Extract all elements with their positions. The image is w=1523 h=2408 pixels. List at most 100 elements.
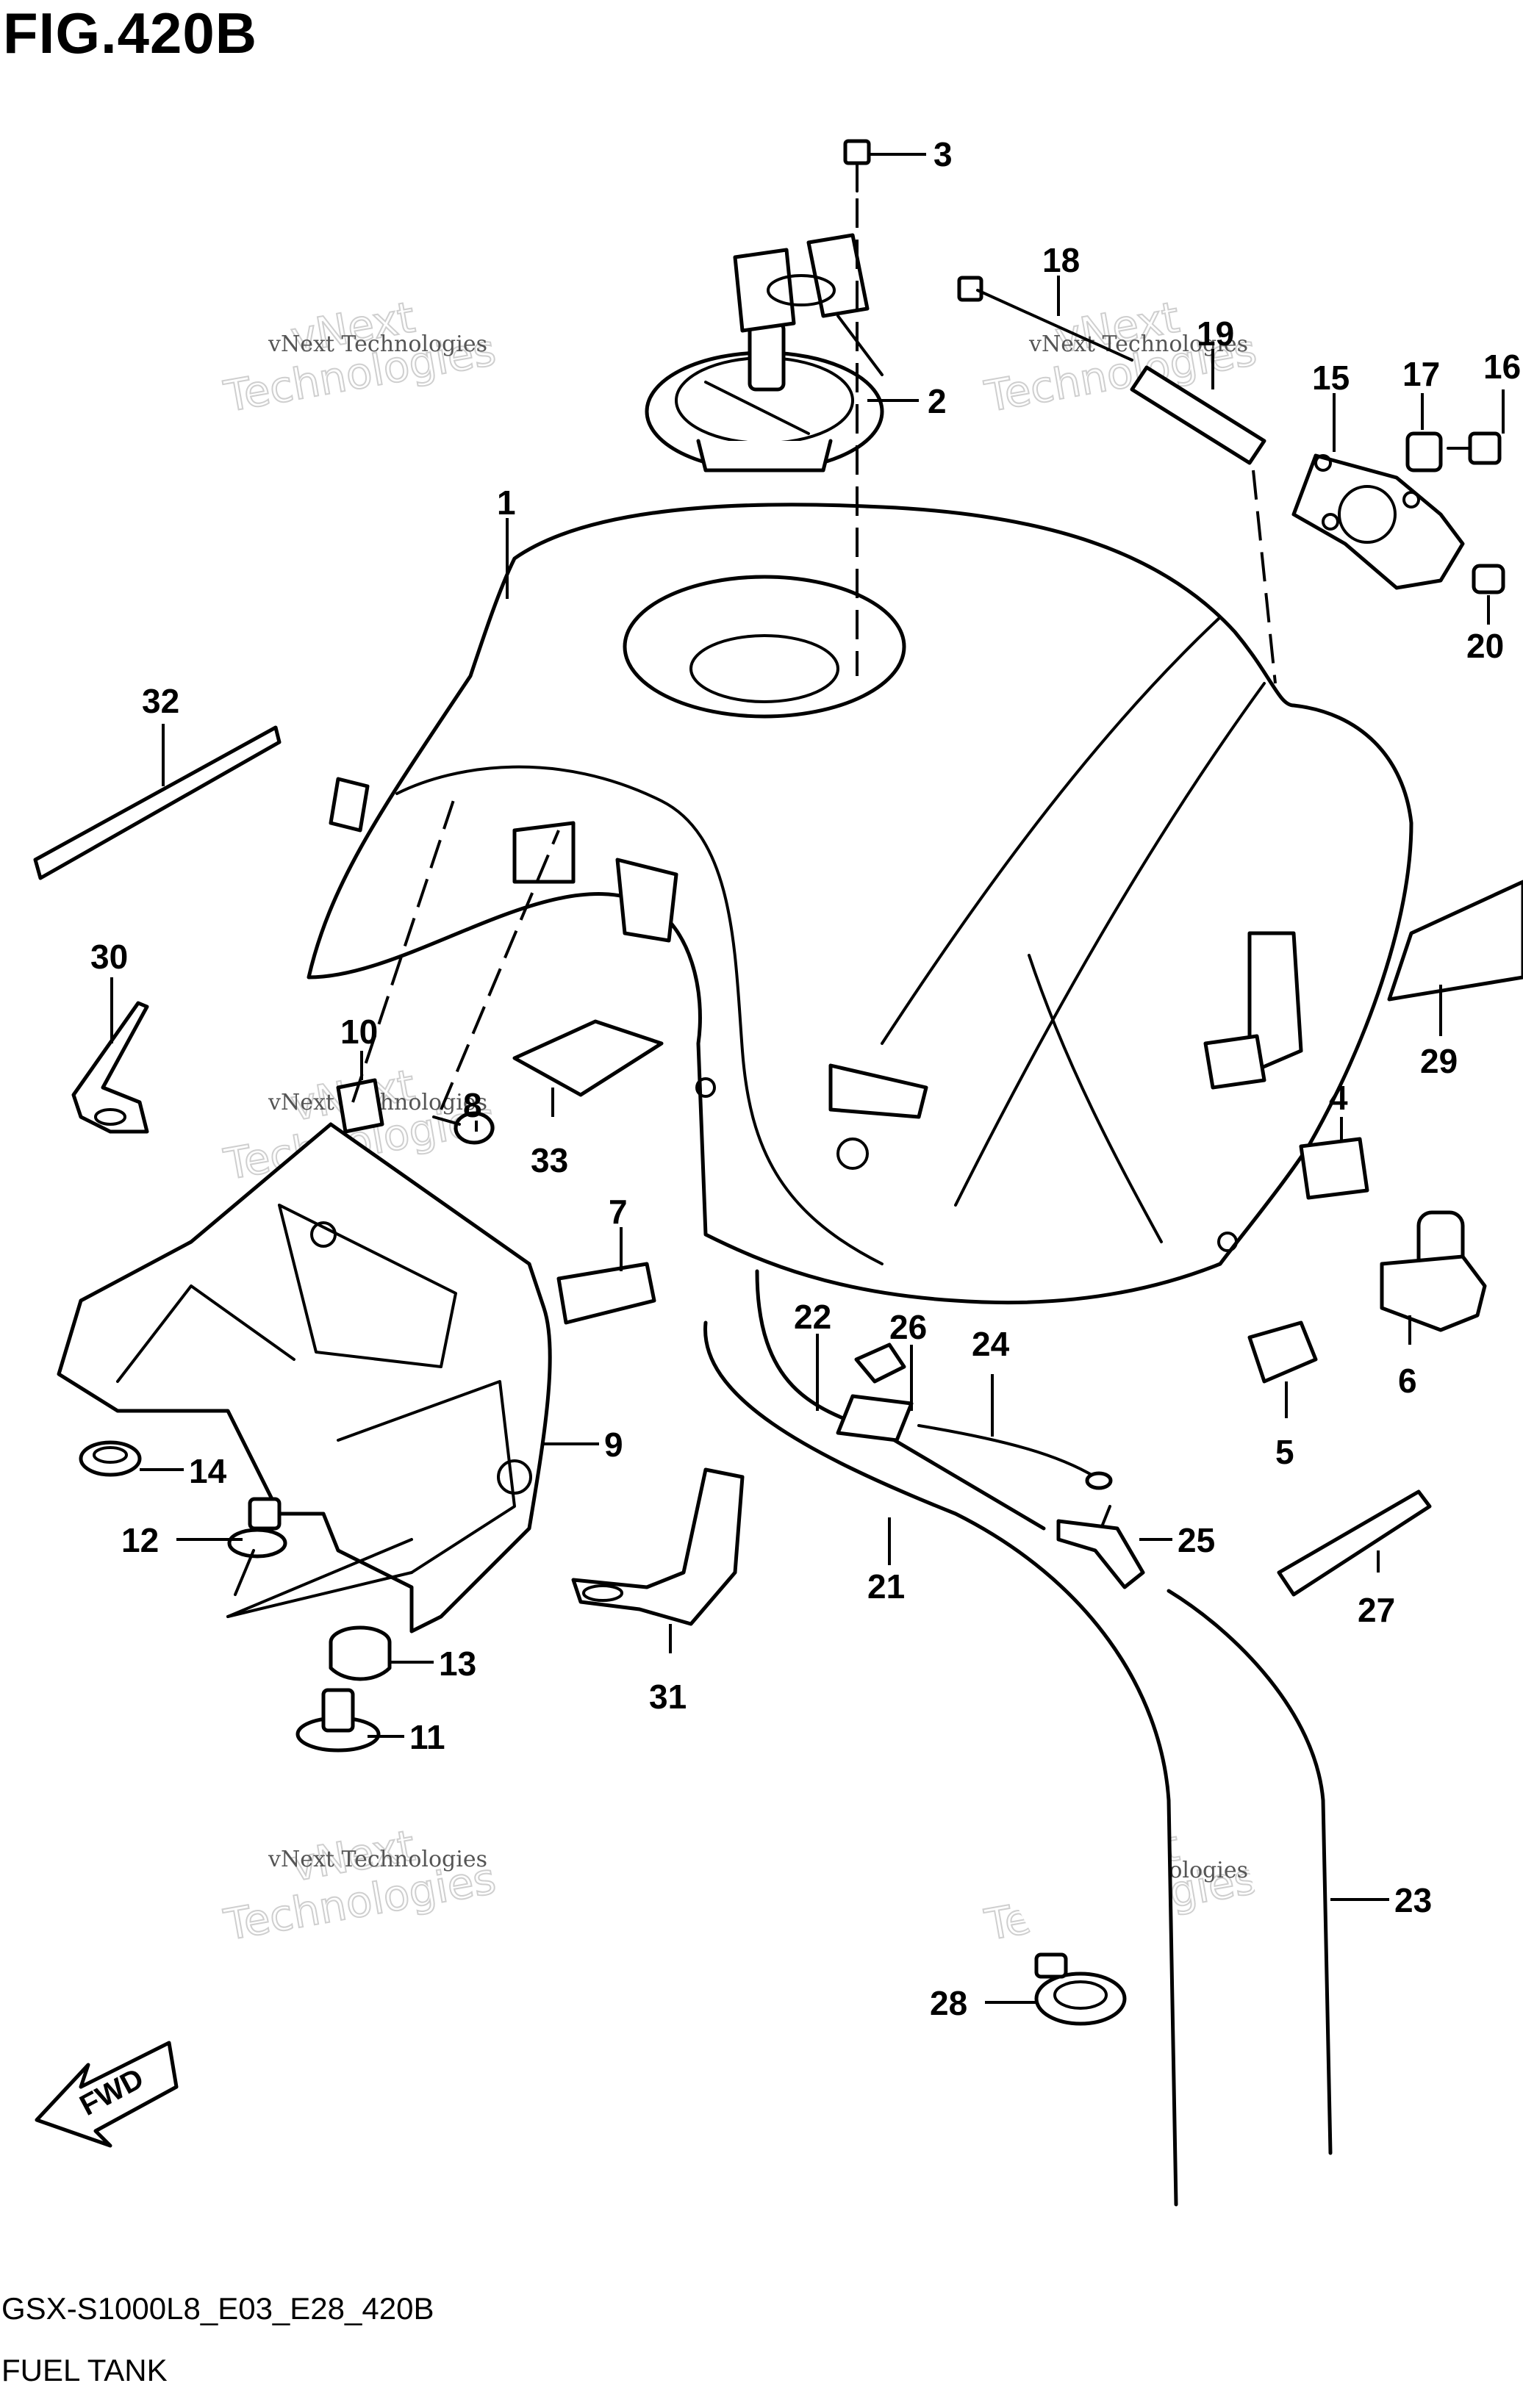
- svg-text:20: 20: [1466, 627, 1504, 665]
- callout-2: 2: [867, 382, 947, 420]
- callout-5: 5: [1275, 1381, 1294, 1471]
- svg-text:30: 30: [90, 938, 128, 976]
- part-30-bracket: [71, 1001, 149, 1134]
- part-16-bolt: [1447, 431, 1502, 465]
- part-31-bracket: [571, 1467, 745, 1626]
- part-24-hose: [917, 1424, 1113, 1490]
- callout-8: 8: [463, 1086, 482, 1132]
- callout-15: 15: [1312, 359, 1350, 452]
- diagram-name: FUEL TANK: [1, 2353, 168, 2387]
- svg-text:vNext Technologies: vNext Technologies: [268, 1847, 487, 1872]
- callout-9: 9: [544, 1426, 623, 1464]
- part-8-screw: [432, 1111, 495, 1145]
- svg-text:2: 2: [928, 382, 947, 420]
- svg-text:13: 13: [439, 1645, 476, 1683]
- callout-14: 14: [140, 1452, 227, 1490]
- callout-4: 4: [1329, 1079, 1348, 1143]
- svg-text:12: 12: [121, 1521, 159, 1559]
- callout-18: 18: [1042, 241, 1080, 316]
- callout-27: 27: [1358, 1550, 1395, 1629]
- part-23-hose: [1167, 1589, 1333, 2155]
- svg-text:22: 22: [794, 1298, 831, 1336]
- callout-20: 20: [1466, 595, 1504, 665]
- callout-33: 33: [531, 1088, 568, 1179]
- svg-text:10: 10: [340, 1013, 378, 1051]
- callout-26: 26: [889, 1308, 927, 1411]
- callout-25: 25: [1139, 1521, 1215, 1559]
- callout-23: 23: [1330, 1881, 1432, 1919]
- svg-text:6: 6: [1398, 1362, 1417, 1400]
- part-17-nut: [1405, 431, 1443, 472]
- callout-16: 16: [1483, 348, 1521, 434]
- part-14-grommet: [79, 1440, 142, 1477]
- svg-text:32: 32: [142, 682, 179, 720]
- part-7-cushion: [556, 1262, 656, 1325]
- part-33-label: [512, 1019, 664, 1097]
- svg-text:25: 25: [1178, 1521, 1215, 1559]
- svg-text:11: 11: [409, 1718, 445, 1756]
- svg-text:29: 29: [1420, 1042, 1458, 1080]
- callout-3: 3: [869, 135, 953, 173]
- part-11-collar: [295, 1688, 381, 1753]
- svg-text:28: 28: [930, 1984, 967, 2022]
- part-15-bracket: [1291, 453, 1465, 590]
- svg-text:26: 26: [889, 1308, 927, 1346]
- svg-text:3: 3: [933, 135, 953, 173]
- callout-28: 28: [930, 1984, 1036, 2022]
- figure-title: FIG.420B: [3, 1, 258, 65]
- part-6-connector: [1380, 1210, 1487, 1332]
- svg-text:8: 8: [463, 1086, 482, 1124]
- svg-text:1: 1: [497, 484, 516, 522]
- callout-32: 32: [142, 682, 179, 786]
- callout-22: 22: [794, 1298, 831, 1411]
- callout-24: 24: [972, 1325, 1010, 1437]
- svg-text:31: 31: [649, 1678, 687, 1716]
- part-9-tray: [57, 1122, 552, 1634]
- fwd-arrow: FWD: [35, 2041, 179, 2148]
- callout-10: 10: [340, 1013, 378, 1080]
- watermark-top-left: Technologies vNext vNext Technologies: [220, 291, 501, 423]
- svg-text:23: 23: [1394, 1881, 1432, 1919]
- callout-7: 7: [609, 1193, 628, 1271]
- diagram-code: GSX-S1000L8_E03_E28_420B: [1, 2291, 434, 2326]
- callout-1: 1: [497, 484, 516, 599]
- svg-text:7: 7: [609, 1193, 628, 1231]
- part-21-hose: [703, 1320, 1178, 2207]
- part-3-screw: [843, 139, 871, 193]
- svg-text:19: 19: [1197, 315, 1234, 353]
- callout-30: 30: [90, 938, 128, 1043]
- svg-text:27: 27: [1358, 1591, 1395, 1629]
- part-18-bolt: [957, 276, 1133, 362]
- part-29-label: [1387, 880, 1523, 1002]
- svg-text:17: 17: [1402, 355, 1440, 393]
- callout-6: 6: [1398, 1315, 1417, 1400]
- svg-text:vNext Technologies: vNext Technologies: [268, 331, 487, 357]
- svg-text:14: 14: [189, 1452, 227, 1490]
- part-4-label: [1299, 1137, 1369, 1200]
- callout-19: 19: [1197, 315, 1234, 389]
- part-1-fuel-tank: [307, 503, 1413, 1305]
- part-28-clamp: [1034, 1952, 1127, 2026]
- svg-text:15: 15: [1312, 359, 1350, 397]
- svg-text:33: 33: [531, 1141, 568, 1179]
- callout-17: 17: [1402, 355, 1440, 430]
- part-27-strap: [1277, 1489, 1432, 1597]
- part-20-nut: [1472, 564, 1505, 594]
- part-12-bolt: [227, 1497, 287, 1596]
- svg-text:4: 4: [1329, 1079, 1348, 1117]
- part-25-joint: [1056, 1505, 1145, 1589]
- callout-12: 12: [121, 1521, 243, 1559]
- part-5-cushion: [1247, 1320, 1318, 1384]
- svg-text:5: 5: [1275, 1433, 1294, 1471]
- part-26-clamp: [836, 1343, 914, 1442]
- svg-text:24: 24: [972, 1325, 1010, 1363]
- callout-13: 13: [390, 1645, 476, 1683]
- watermark-bottom-left: Technologies vNext vNext Technologies: [220, 1819, 501, 1951]
- part-2-fuel-cap: [645, 233, 884, 472]
- svg-text:21: 21: [867, 1567, 905, 1606]
- callout-21: 21: [867, 1517, 905, 1606]
- alignment-lines: [226, 198, 1277, 1618]
- part-19-spacer: [1130, 365, 1266, 465]
- svg-text:9: 9: [604, 1426, 623, 1464]
